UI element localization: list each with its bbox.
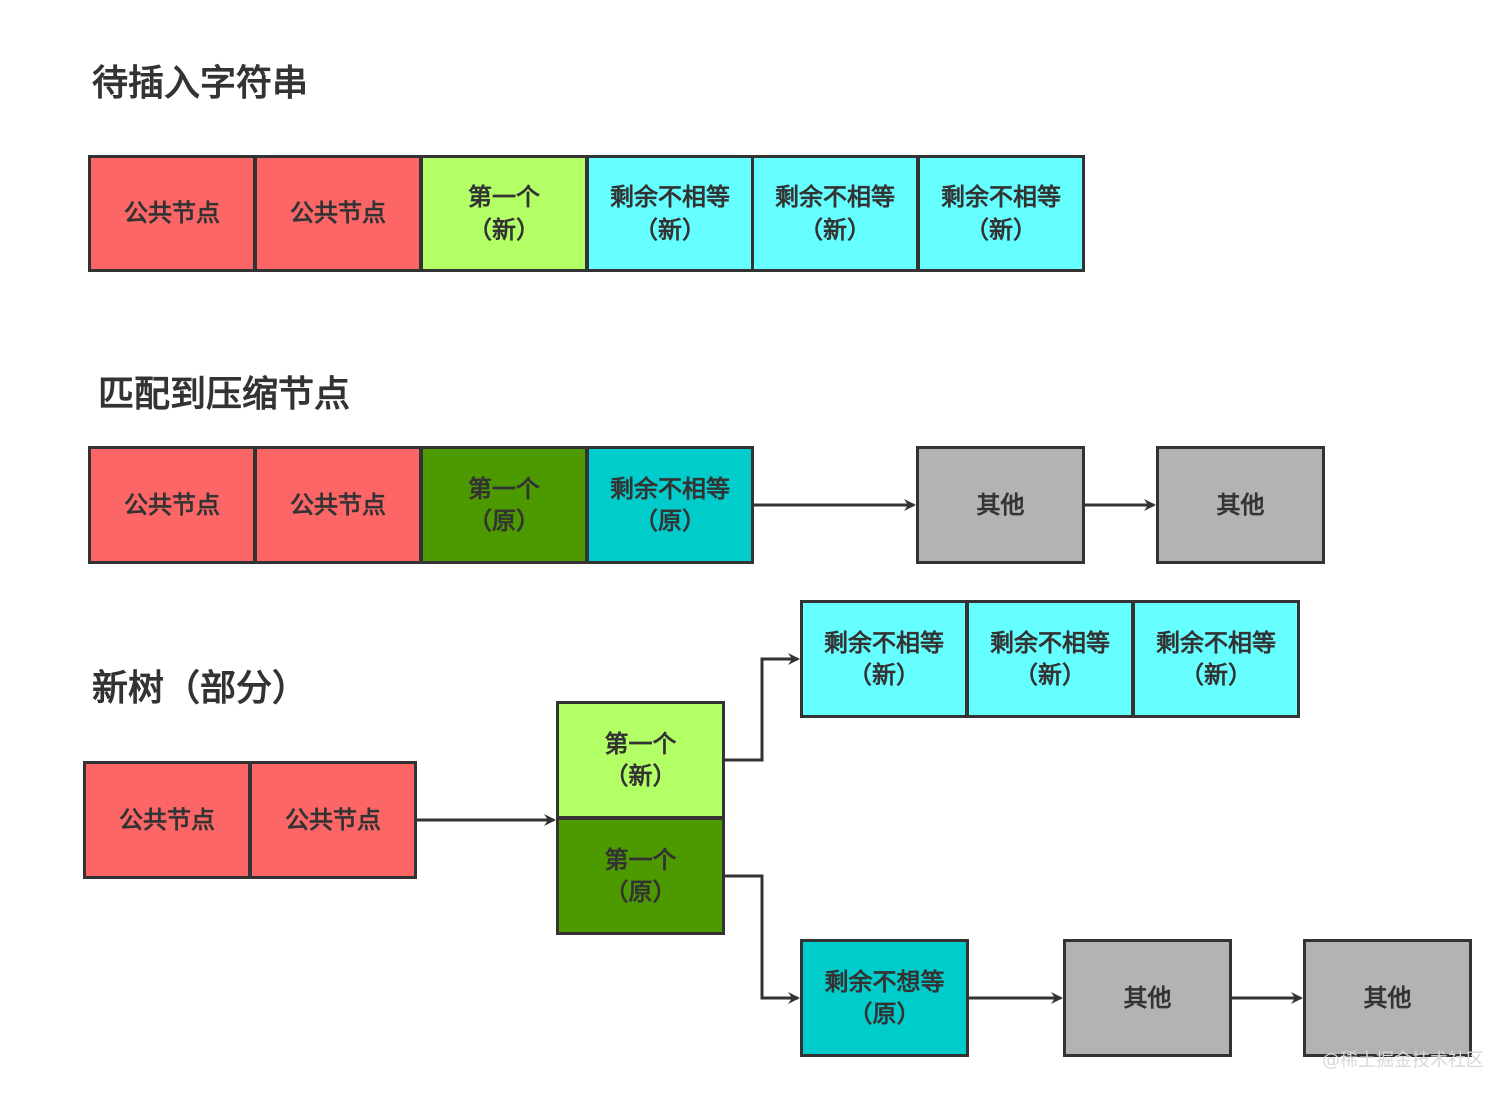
- node-tag: （原）: [634, 507, 706, 535]
- node-common-1: 公共节点: [88, 155, 256, 272]
- node-label: 公共节点: [119, 805, 215, 834]
- node-rest-new-1: 剩余不相等 （新）: [586, 155, 754, 272]
- node-tag: （新）: [848, 661, 920, 689]
- arrow-first-new-to-rest-new: [725, 653, 800, 762]
- node-other-tree-1: 其他: [1063, 939, 1232, 1057]
- node-label: 剩余不相等: [610, 183, 730, 212]
- node-label: 第一个: [604, 729, 677, 758]
- node-first-new: 第一个 （新）: [420, 155, 588, 272]
- node-tag: （原）: [848, 1000, 921, 1028]
- node-label: 第一个: [604, 845, 677, 874]
- node-label: 剩余不相等: [1156, 628, 1276, 657]
- node-label: 公共节点: [290, 199, 386, 228]
- node-common-3: 公共节点: [88, 446, 256, 564]
- arrow-first-orig-to-rest-orig: [725, 874, 800, 1004]
- node-tag: （新）: [468, 215, 540, 244]
- node-rest-new-tree-1: 剩余不相等 （新）: [800, 600, 968, 718]
- node-label: 其他: [1363, 983, 1412, 1012]
- node-label: 第一个: [468, 183, 540, 212]
- node-label: 剩余不相等: [941, 183, 1061, 212]
- node-rest-orig: 剩余不相等 （原）: [586, 446, 754, 564]
- node-tag: （新）: [1014, 661, 1086, 689]
- title-new-tree-partial: 新树（部分）: [92, 668, 309, 709]
- node-other-1: 其他: [916, 446, 1085, 564]
- node-label: 剩余不想等: [824, 967, 945, 996]
- node-tag: （原）: [604, 878, 677, 906]
- node-common-4: 公共节点: [254, 446, 422, 564]
- node-first-new-tree: 第一个 （新）: [556, 701, 725, 819]
- node-label: 公共节点: [124, 199, 220, 228]
- node-other-2: 其他: [1156, 446, 1325, 564]
- node-tag: （新）: [799, 215, 871, 244]
- node-label: 剩余不相等: [610, 474, 730, 503]
- watermark: @稀土掘金技术社区: [1322, 1050, 1484, 1071]
- node-label: 公共节点: [290, 490, 386, 519]
- title-matched-compressed-node: 匹配到压缩节点: [98, 374, 351, 415]
- node-label: 公共节点: [285, 805, 381, 834]
- node-tag: （新）: [604, 762, 677, 790]
- node-label: 剩余不相等: [824, 628, 944, 657]
- node-rest-new-tree-2: 剩余不相等 （新）: [966, 600, 1134, 718]
- node-label: 其他: [976, 490, 1025, 519]
- node-rest-new-3: 剩余不相等 （新）: [917, 155, 1085, 272]
- node-label: 剩余不相等: [775, 183, 895, 212]
- node-label: 第一个: [468, 474, 540, 503]
- node-label: 其他: [1123, 983, 1172, 1012]
- node-rest-new-2: 剩余不相等 （新）: [751, 155, 919, 272]
- node-tag: （新）: [1180, 661, 1252, 689]
- node-label: 公共节点: [124, 490, 220, 519]
- node-rest-orig-tree: 剩余不想等 （原）: [800, 939, 969, 1057]
- node-tag: （原）: [468, 507, 540, 535]
- node-rest-new-tree-3: 剩余不相等 （新）: [1132, 600, 1300, 718]
- node-label: 剩余不相等: [990, 628, 1110, 657]
- node-first-orig-tree: 第一个 （原）: [556, 817, 725, 935]
- node-common-6: 公共节点: [249, 761, 417, 879]
- node-tag: （新）: [634, 215, 706, 244]
- title-insert-string: 待插入字符串: [92, 63, 309, 104]
- node-first-orig: 第一个 （原）: [420, 446, 588, 564]
- node-label: 其他: [1216, 490, 1265, 519]
- node-other-tree-2: 其他: [1303, 939, 1472, 1057]
- node-tag: （新）: [965, 215, 1037, 244]
